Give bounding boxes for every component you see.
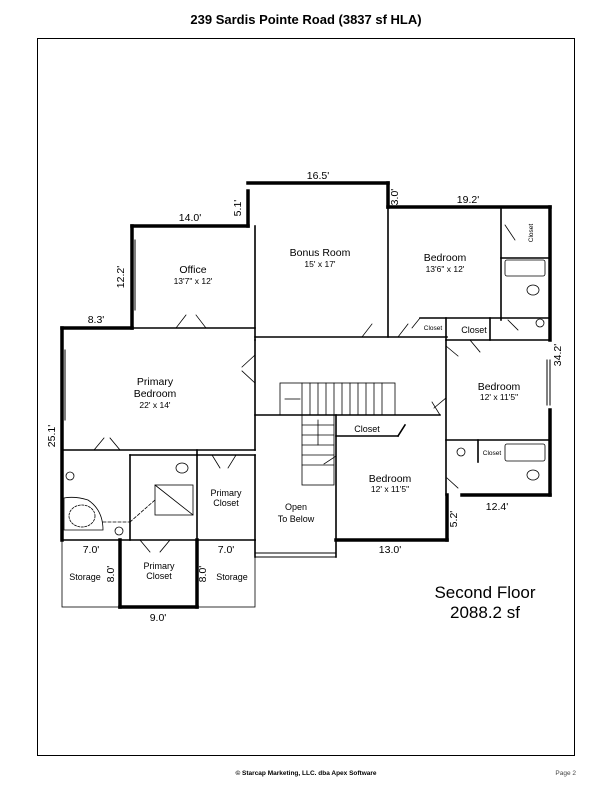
drawing-frame xyxy=(37,38,575,756)
dim-storage-left: 7.0' xyxy=(83,544,100,556)
dim-top-bedroom-ne: 19.2' xyxy=(457,194,479,206)
room-primary-closet-bottom-1: Primary xyxy=(144,561,175,571)
dim-right-side: 34.2' xyxy=(552,344,564,366)
room-office-name: Office xyxy=(179,264,206,276)
storage-outlines xyxy=(61,539,256,608)
floor-summary: Second Floor 2088.2 sf xyxy=(415,583,555,623)
room-open-line1: Open xyxy=(285,502,307,512)
room-bedroom-e-size: 12' x 11'5" xyxy=(480,392,518,402)
interior-walls xyxy=(61,206,551,558)
room-open-line2: To Below xyxy=(278,514,315,524)
room-primary-size: 22' x 14' xyxy=(139,400,171,410)
floor-area: 2088.2 sf xyxy=(450,603,520,622)
page-number: Page 2 xyxy=(555,770,576,777)
room-closet-small-2: Closet xyxy=(483,450,502,457)
dim-bottom-right: 12.4' xyxy=(486,501,508,513)
doors xyxy=(93,224,519,553)
room-bedroom-ne-name: Bedroom xyxy=(424,252,467,264)
dim-office-top: 14.0' xyxy=(179,212,201,224)
room-bonus-name: Bonus Room xyxy=(290,247,351,259)
windows xyxy=(61,239,551,558)
dim-closet-right: 8.0' xyxy=(197,566,209,583)
room-closet-hall: Closet xyxy=(354,424,380,434)
dim-storage-right: 7.0' xyxy=(218,544,235,556)
room-closet-small-1: Closet xyxy=(424,325,443,332)
dim-top-ne-offset: 3.0' xyxy=(389,189,401,206)
dim-top-bonus: 16.5' xyxy=(307,170,329,182)
room-bedroom-e-name: Bedroom xyxy=(478,381,521,393)
room-primary-closet-right-2: Closet xyxy=(213,498,239,508)
room-primary-closet-bottom-2: Closet xyxy=(146,571,172,581)
room-primary-closet-right-1: Primary xyxy=(211,488,242,498)
room-bedroom-s-size: 12' x 11'5" xyxy=(371,484,409,494)
room-bonus-size: 15' x 17' xyxy=(304,259,336,269)
dim-closet-bottom: 9.0' xyxy=(150,612,167,624)
room-closet-ne-vertical: Closet xyxy=(528,224,535,243)
footer-copyright: © Starcap Marketing, LLC. dba Apex Softw… xyxy=(235,770,377,777)
stairs xyxy=(279,382,396,486)
fixtures xyxy=(63,259,546,536)
dim-primary-top: 8.3' xyxy=(88,314,105,326)
room-primary-line2: Bedroom xyxy=(134,388,177,400)
dim-office-left: 12.2' xyxy=(115,266,127,288)
room-storage-left: Storage xyxy=(69,572,101,582)
page-title: 239 Sardis Pointe Road (3837 sf HLA) xyxy=(190,12,422,27)
room-primary-line1: Primary xyxy=(137,376,174,388)
room-bedroom-s-name: Bedroom xyxy=(369,473,412,485)
dim-primary-left: 25.1' xyxy=(46,425,58,447)
dim-step-right: 5.2' xyxy=(448,511,460,528)
room-storage-right: Storage xyxy=(216,572,248,582)
room-bedroom-ne-size: 13'6" x 12' xyxy=(426,264,465,274)
dim-bottom-bedroom: 13.0' xyxy=(379,544,401,556)
dim-closet-left: 8.0' xyxy=(105,566,117,583)
room-closet-mid: Closet xyxy=(461,325,487,335)
dim-step-vertical: 5.1' xyxy=(232,200,244,217)
floor-name: Second Floor xyxy=(434,583,536,602)
room-office-size: 13'7" x 12' xyxy=(174,276,213,286)
